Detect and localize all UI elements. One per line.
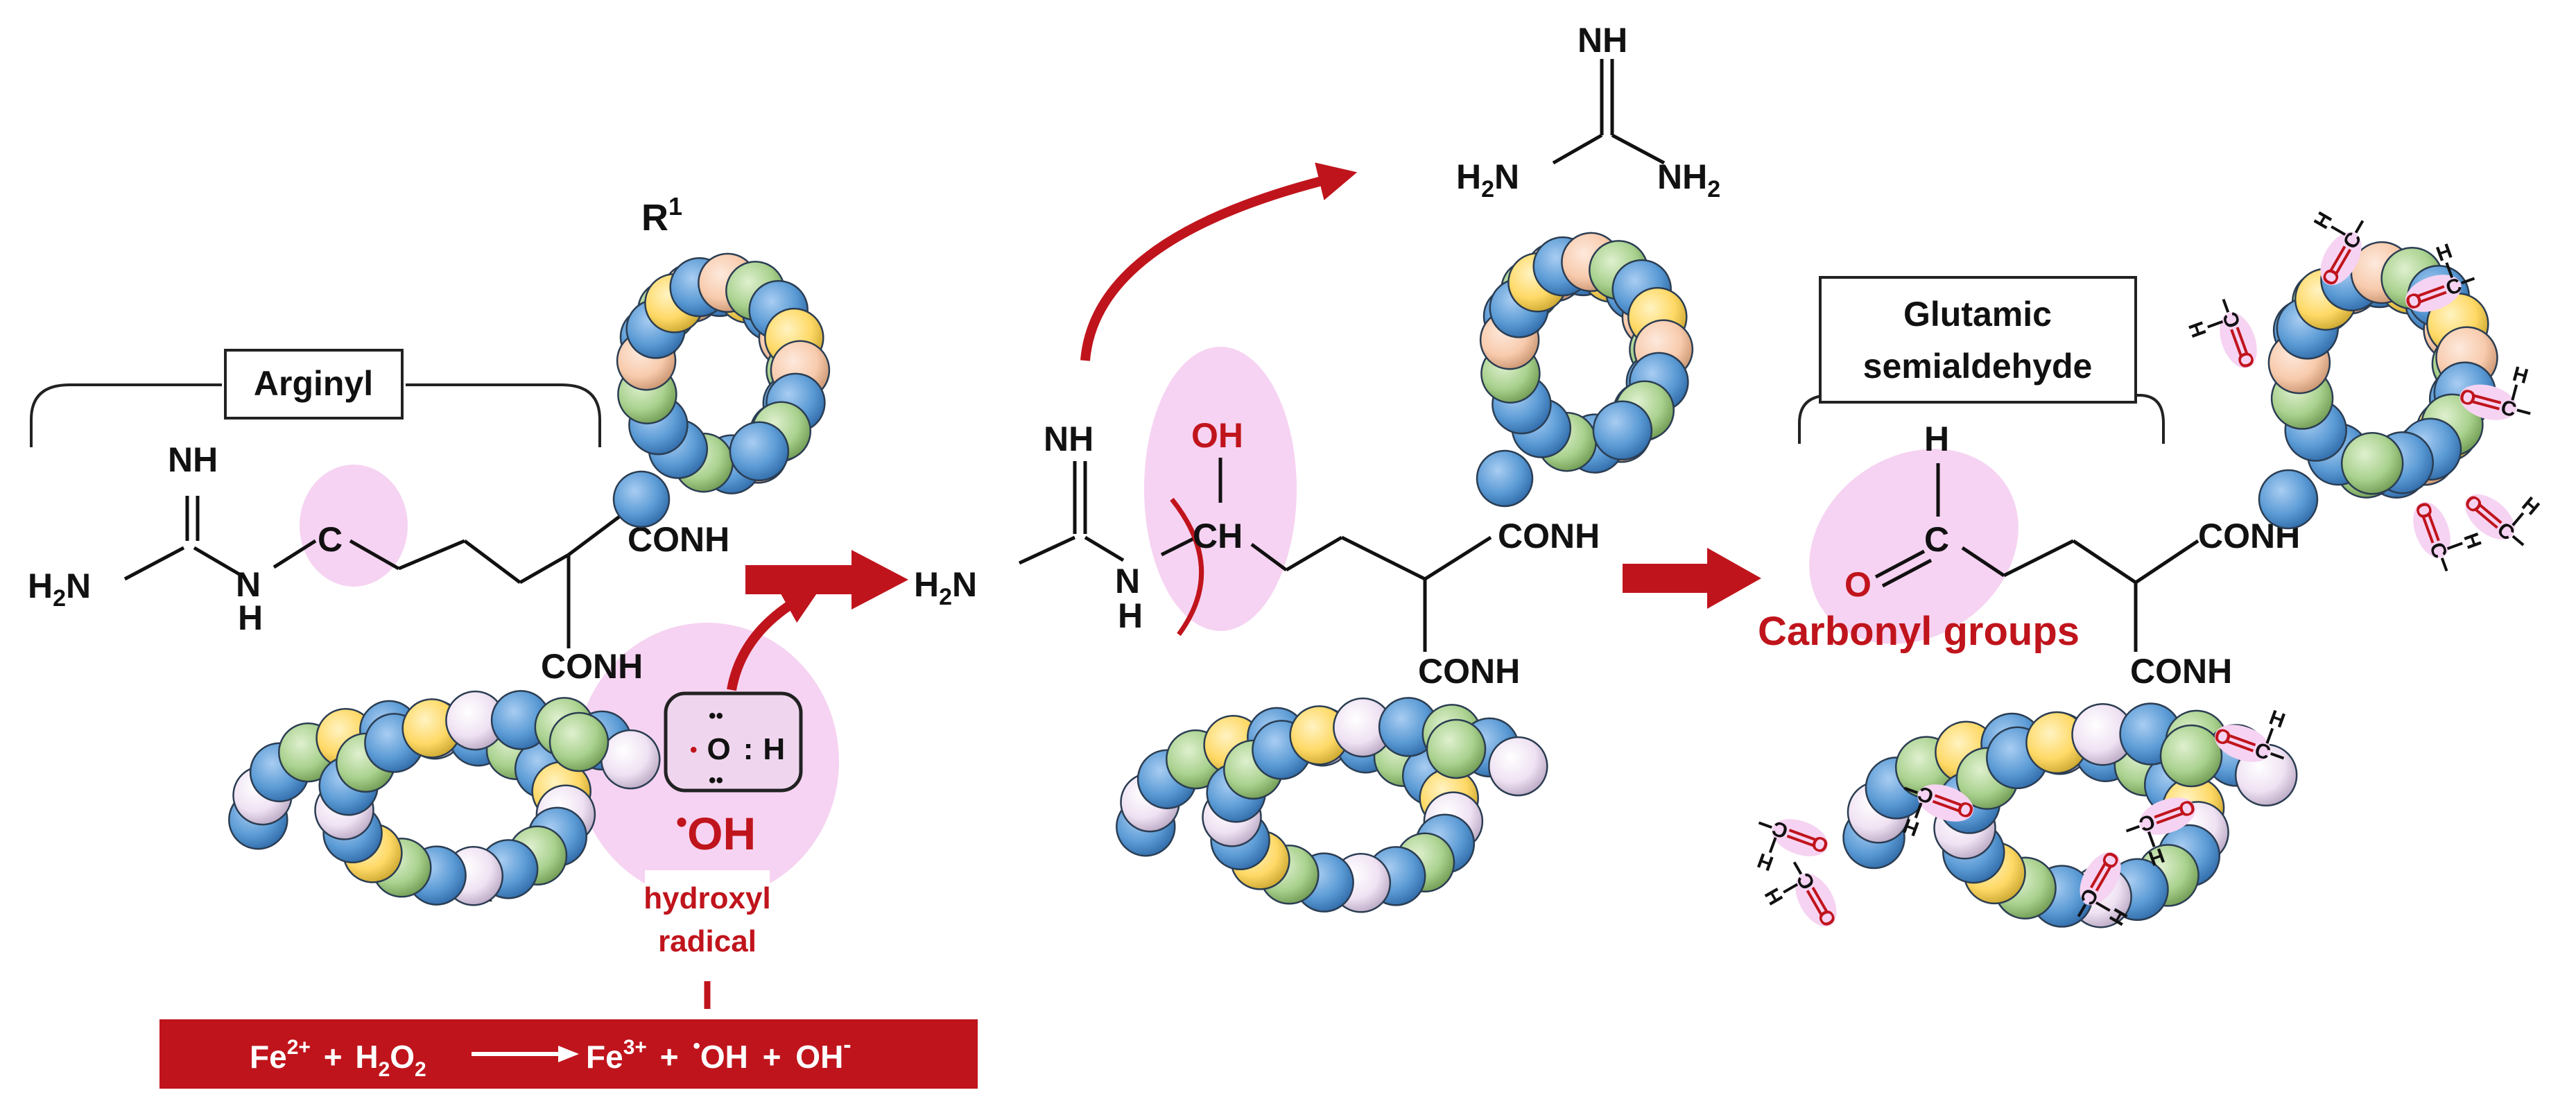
aldehyde-group: OCH bbox=[2125, 795, 2198, 870]
aldehyde-group: OCH bbox=[2184, 298, 2260, 371]
curved-arrow-icon bbox=[1080, 162, 1358, 361]
carbon-highlight bbox=[300, 465, 408, 587]
protein-bead bbox=[2258, 469, 2319, 530]
carbonyl-groups-label: Carbonyl groups bbox=[1758, 609, 2080, 654]
m1-h2n: H2N bbox=[28, 567, 91, 612]
aldehyde-group: OCH bbox=[2403, 239, 2475, 315]
guanidine-nh: NH bbox=[1577, 21, 1627, 60]
protein-chain-r2 bbox=[1116, 697, 1548, 913]
aldehyde-hydrogen: H bbox=[2184, 318, 2211, 340]
m3-carbon: C bbox=[1924, 520, 1949, 559]
carbonyl-highlight bbox=[1809, 449, 2019, 644]
protein-bead bbox=[729, 421, 790, 482]
guanidine-molecule: NH H2N NH2 bbox=[1456, 21, 1720, 202]
m2-n: N bbox=[1115, 562, 1140, 600]
protein-bead bbox=[612, 470, 671, 528]
protein-bead bbox=[548, 711, 610, 772]
fenton-equation: Fe2+ + H2O2 bbox=[250, 1025, 426, 1081]
m2-conh-bottom: CONH bbox=[1418, 652, 1520, 691]
protein-bead bbox=[1426, 718, 1487, 779]
protein-chain-r1 bbox=[2258, 241, 2498, 530]
m2-ch: CH bbox=[1193, 517, 1243, 555]
protein-bead bbox=[2159, 724, 2223, 788]
m1-conh-bottom: CONH bbox=[541, 647, 643, 686]
reaction-arrow-icon bbox=[1623, 548, 1761, 609]
protein-chain-r1 bbox=[1476, 232, 1694, 508]
r1-label: R1 bbox=[641, 192, 682, 239]
protein-bead bbox=[600, 729, 661, 790]
arginyl-label-box bbox=[224, 349, 404, 420]
reaction-arrow-icon bbox=[745, 550, 908, 610]
arginyl-molecule: Arginyl NH H2N N H C CONH CONH R1 R2 bbox=[28, 192, 831, 910]
m1-carbon: C bbox=[318, 520, 343, 559]
m1-nh: NH bbox=[168, 440, 218, 479]
fenton-arrow-head bbox=[558, 1046, 579, 1062]
glutamic-semialdehyde-molecule: Glutamic semialdehyde H C O Carbonyl gro… bbox=[1754, 208, 2543, 930]
protein-bead bbox=[1476, 449, 1534, 508]
m2-conh-top: CONH bbox=[1498, 517, 1600, 555]
aldehyde-hydrogen: H bbox=[2510, 363, 2530, 388]
arginyl-bracket bbox=[30, 383, 601, 447]
m3-h: H bbox=[1924, 420, 1949, 458]
guanidine-h2n: H2N bbox=[1456, 157, 1519, 202]
protein-chain-r2 bbox=[228, 690, 661, 906]
lone-pair-top: •• bbox=[709, 705, 723, 727]
glutamic-label-box bbox=[1819, 276, 2137, 404]
aldehyde-group: OCH bbox=[1754, 816, 1831, 875]
m2-oh: OH bbox=[1191, 416, 1243, 455]
glutamic-label-line1: Glutamic bbox=[1903, 295, 2052, 334]
lone-pair-bottom: •• bbox=[709, 769, 723, 792]
cleavage-mark bbox=[1170, 497, 1204, 637]
hydroxyl-text-bg bbox=[645, 870, 770, 967]
arginyl-label: Arginyl bbox=[254, 364, 373, 403]
hydroxyl-radical-group: •• •O:H •• •OH hydroxyl radical bbox=[643, 587, 822, 1009]
intermediate-molecule: NH H2N N H OH CH CONH CONH bbox=[914, 162, 1694, 913]
m1-nh-h: H bbox=[238, 598, 263, 637]
fenton-reaction-bar: Fe2+ + H2O2 Fe3+ + •OH + OH- bbox=[159, 1019, 978, 1089]
oh-radical-label: •OH bbox=[676, 804, 756, 859]
aldehyde-hydrogen: H bbox=[1761, 884, 1788, 908]
protein-bead bbox=[1592, 400, 1653, 461]
m1-n: N bbox=[236, 565, 261, 604]
aldehyde-hydrogen: H bbox=[2266, 706, 2288, 732]
lewis-formula: •O:H bbox=[690, 732, 785, 766]
aldehyde-hydrogen: H bbox=[1754, 848, 1777, 874]
m3-oxygen: O bbox=[1844, 565, 1872, 604]
m2-nh: NH bbox=[1044, 420, 1093, 458]
fenton-products: Fe3+ + •OH + OH- bbox=[586, 1025, 852, 1075]
protein-bead bbox=[2340, 432, 2404, 495]
curved-arrow-icon bbox=[727, 587, 822, 691]
protein-bead bbox=[1488, 736, 1548, 797]
aldehyde-group: OCH bbox=[2211, 706, 2288, 765]
guanidine-nh2: NH2 bbox=[1657, 157, 1720, 202]
protein-chain-r1 bbox=[612, 252, 831, 528]
lewis-structure-box bbox=[664, 691, 803, 793]
radical-text: radical bbox=[658, 924, 757, 958]
m2-nh-h: H bbox=[1118, 596, 1143, 635]
glutamic-label-line2: semialdehyde bbox=[1863, 347, 2093, 386]
aldehyde-hydrogen: H bbox=[2459, 530, 2485, 552]
m2-h2n: H2N bbox=[914, 565, 977, 610]
m3-conh-bottom: CONH bbox=[2130, 652, 2232, 691]
hydroxyl-text: hydroxyl bbox=[643, 881, 770, 915]
